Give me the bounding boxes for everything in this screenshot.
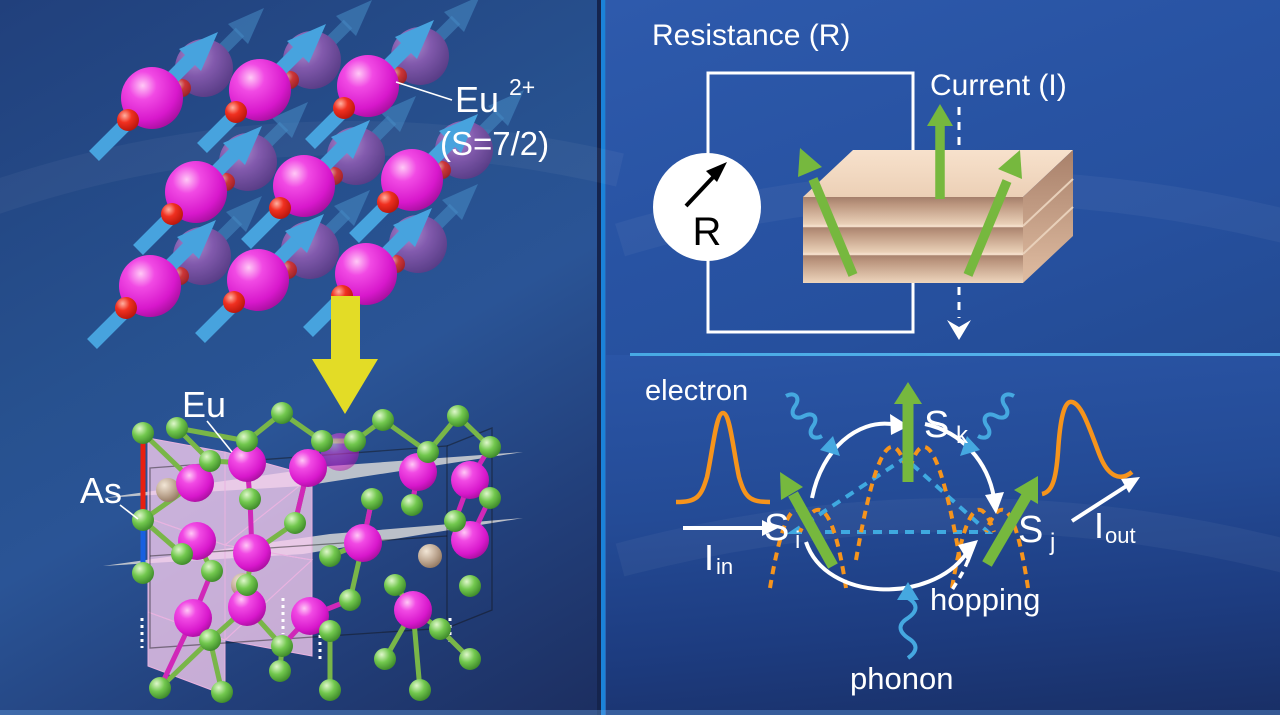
spin-lattice-group: Eu 2+ (S=7/2) xyxy=(92,0,549,344)
eu-ion-spin-value: (S=7/2) xyxy=(440,125,549,162)
phonon-label: phonon xyxy=(850,661,953,696)
crystal-structure-group: Eu As xyxy=(80,384,523,703)
electron-label: electron xyxy=(645,375,748,407)
site-spin-arrow-icons xyxy=(780,382,1038,569)
bottom-edge-highlight xyxy=(0,710,1280,715)
si-sub-label: i xyxy=(795,527,800,554)
si-label: S xyxy=(764,507,789,549)
eu-ion-label: Eu 2+ (S=7/2) xyxy=(440,74,549,162)
orbital-overlap-curves xyxy=(768,444,1030,589)
atoms-layer xyxy=(132,402,501,703)
circuit-group: Resistance (R) xyxy=(652,19,1074,340)
eu-ion-pointer-line xyxy=(395,81,453,101)
current-label: Current (I) xyxy=(930,69,1067,102)
meter-r-label: R xyxy=(693,210,722,254)
mechanism-group: electron I in xyxy=(645,375,1140,696)
iout-sub-label: out xyxy=(1105,523,1136,548)
yellow-down-arrow-icon xyxy=(312,296,378,414)
spin-site-labels: S i S k S j xyxy=(764,404,1055,556)
sk-sub-label: k xyxy=(956,422,969,449)
meter-needle-icon xyxy=(684,162,727,208)
iin-label: I xyxy=(704,537,714,578)
resistance-meter: R xyxy=(653,153,761,261)
sj-label: S xyxy=(1018,509,1043,551)
iin-sub-label: in xyxy=(716,554,733,579)
eu-atoms xyxy=(174,444,489,637)
iin-arrow-icon xyxy=(683,520,778,536)
as-atoms xyxy=(132,402,501,703)
eu-ion-label-sup: 2+ xyxy=(509,74,535,100)
as-pointer-line xyxy=(119,504,139,520)
iout-arrow-icon xyxy=(1070,477,1140,523)
electron-wave-icons xyxy=(785,392,1015,456)
crystal-as-label: As xyxy=(80,470,122,511)
hopping-label: hopping xyxy=(930,582,1040,617)
current-arrowhead xyxy=(947,320,971,340)
electron-pulse-out-icon xyxy=(1041,399,1134,497)
horizontal-divider xyxy=(630,353,1280,356)
slab-spin-arrow-icons xyxy=(798,104,1022,277)
sk-label: S xyxy=(924,404,949,446)
electron-pulse-in-icon xyxy=(675,410,771,505)
sj-sub-label: j xyxy=(1049,529,1055,556)
eu-ion-label-base: Eu xyxy=(455,79,499,120)
eu-pointer-line xyxy=(206,420,233,453)
crystal-eu-label: Eu xyxy=(182,384,226,425)
vertical-divider xyxy=(597,0,606,715)
iout-label: I xyxy=(1094,505,1104,546)
phonon-wave-icon xyxy=(897,582,919,660)
exchange-coupling-lines xyxy=(786,455,994,534)
resistance-title: Resistance (R) xyxy=(652,19,850,52)
